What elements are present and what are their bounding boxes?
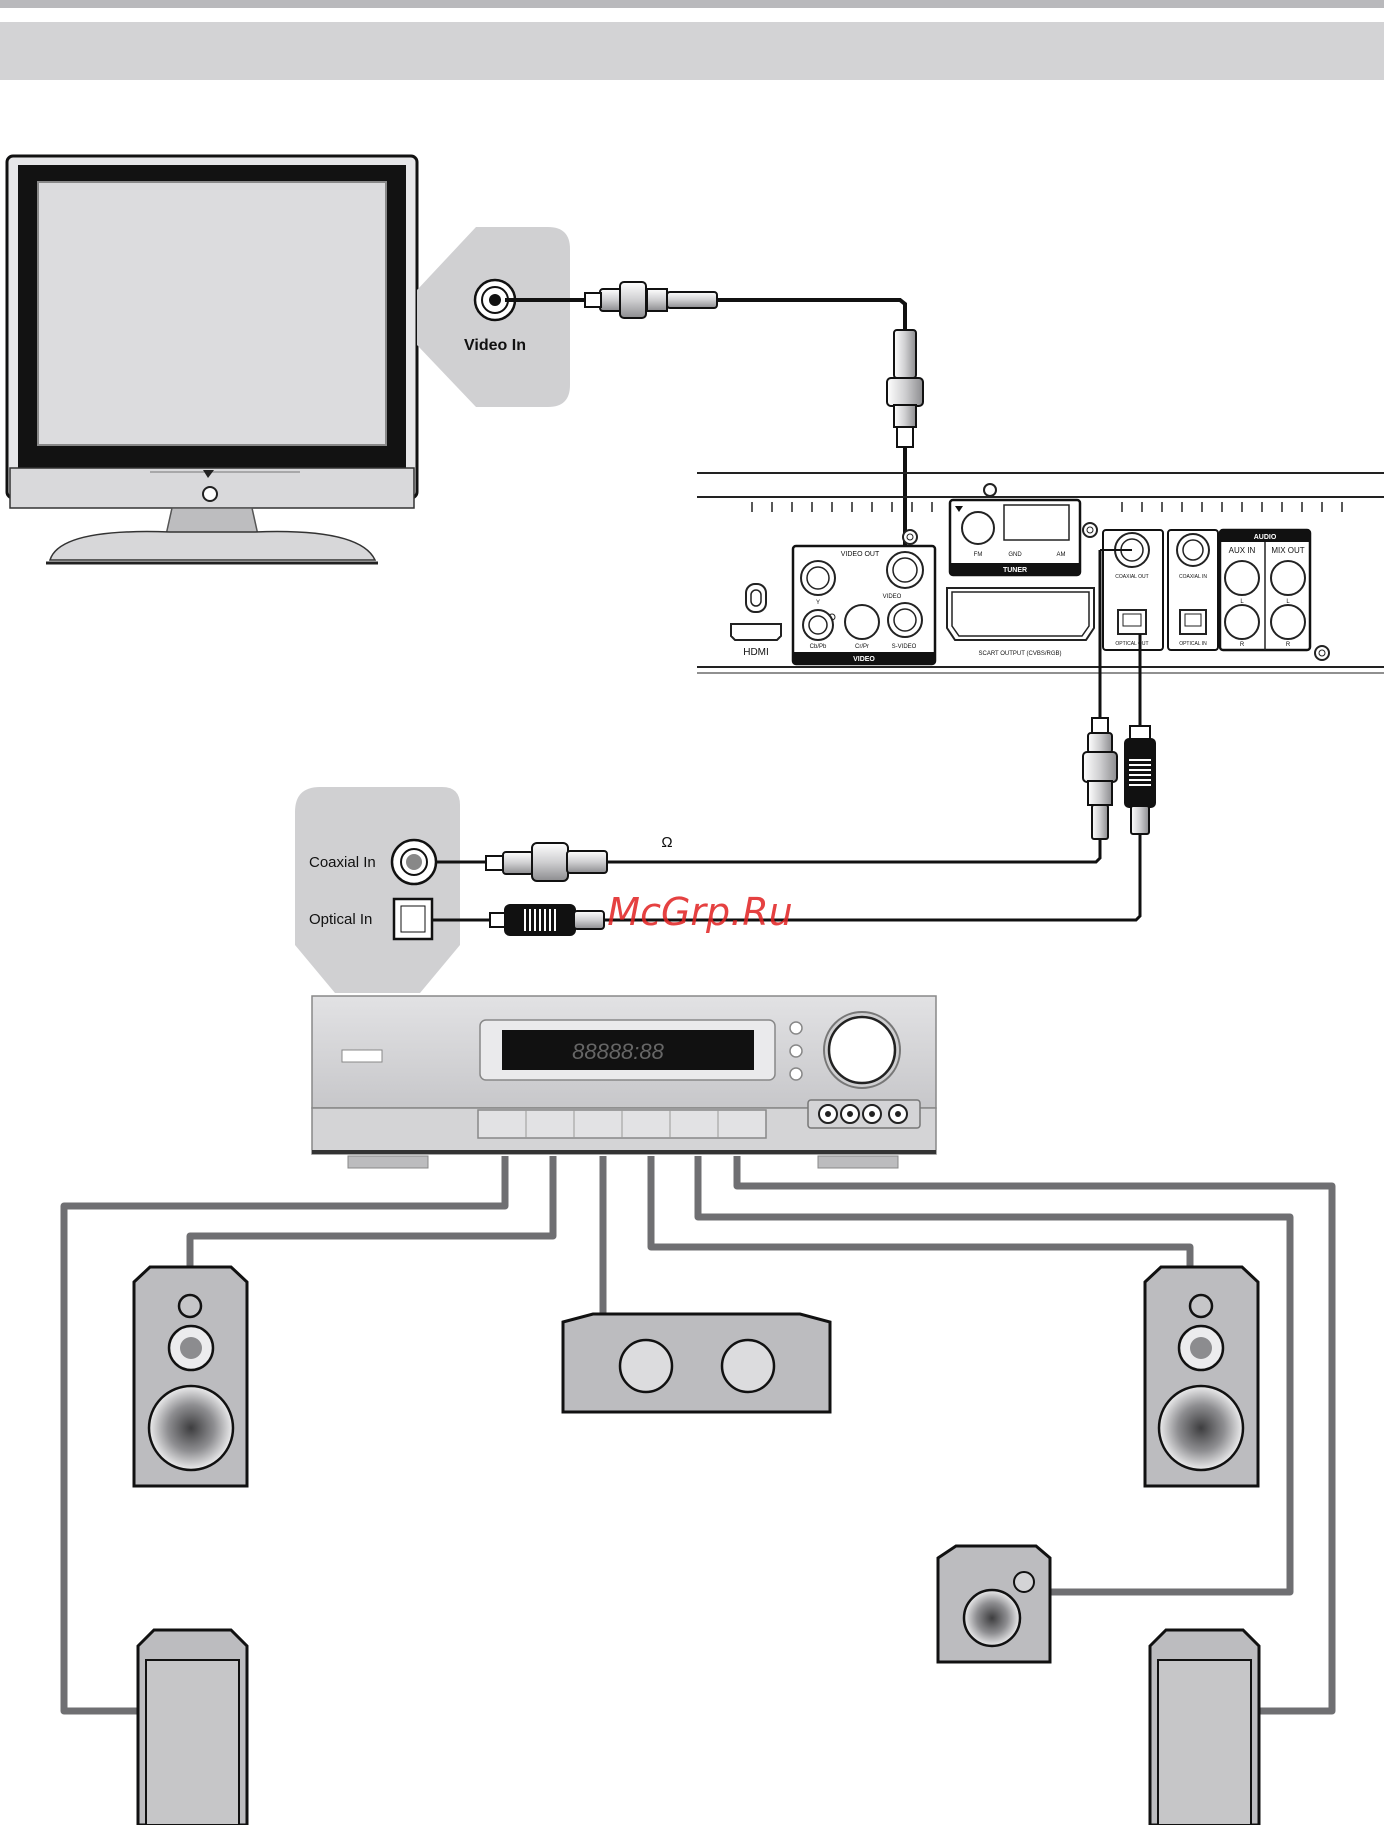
video-in-label: Video In — [464, 337, 526, 354]
subwoofer — [938, 1546, 1050, 1662]
svg-text:AUDIO: AUDIO — [1254, 534, 1277, 541]
receiver-port-callout: Coaxial In Optical In — [295, 787, 490, 993]
optical-in-label: Optical In — [309, 911, 372, 928]
scart-label: SCART OUTPUT (CVBS/RGB) — [978, 651, 1061, 657]
svg-text:OPTICAL OUT: OPTICAL OUT — [1115, 641, 1148, 647]
television — [7, 156, 417, 563]
optical-plug-vertical — [1125, 726, 1155, 834]
svg-text:COAXIAL IN: COAXIAL IN — [1179, 574, 1207, 580]
svg-text:FM: FM — [974, 552, 983, 558]
hdmi-port: HDMI — [731, 584, 781, 658]
svg-text:AM: AM — [1057, 552, 1066, 558]
tv-power-button — [203, 487, 217, 501]
svg-text:TUNER: TUNER — [1003, 567, 1027, 574]
svg-text:VIDEO: VIDEO — [883, 594, 902, 600]
receiver-display-text: 88888:88 — [572, 1039, 665, 1064]
center-speaker — [563, 1314, 830, 1412]
video-section-label: VIDEO — [853, 656, 875, 663]
svg-text:OPTICAL IN: OPTICAL IN — [1179, 641, 1207, 647]
svg-text:Cr/Pr: Cr/Pr — [855, 644, 869, 650]
optical-cable — [490, 634, 1155, 935]
receiver-callout-panel — [295, 787, 460, 993]
speaker-wires — [64, 1156, 1332, 1711]
svg-text:COAXIAL OUT: COAXIAL OUT — [1115, 574, 1148, 580]
surround-right-speaker — [1150, 1630, 1259, 1825]
hdmi-label: HDMI — [743, 647, 769, 658]
analog-audio-block: AUDIO AUX IN MIX OUT L L R R — [1220, 530, 1329, 660]
svg-text:Y: Y — [816, 600, 820, 606]
svg-text:R: R — [1240, 642, 1245, 648]
impedance-symbol: Ω — [661, 834, 672, 851]
wire-front-right — [651, 1156, 1190, 1267]
svg-text:R: R — [1286, 642, 1291, 648]
front-right-speaker — [1145, 1267, 1258, 1486]
tv-neck — [166, 508, 258, 535]
rca-plug-horizontal — [585, 282, 717, 318]
svg-text:AUX IN: AUX IN — [1229, 546, 1256, 555]
av-receiver: 88888:88 — [312, 996, 936, 1168]
svg-text:GND: GND — [1008, 552, 1022, 558]
tv-stand — [50, 532, 375, 560]
svg-text:MIX OUT: MIX OUT — [1271, 546, 1304, 555]
tuner-block: TUNER FM GND AM — [950, 500, 1080, 575]
digital-audio-block: COAXIAL OUT OPTICAL OUT COAXIAL IN OPTIC… — [1103, 530, 1218, 650]
video-out-label: VIDEO OUT — [841, 551, 880, 558]
front-left-speaker — [134, 1267, 247, 1486]
coaxial-plug-horizontal — [486, 843, 607, 881]
surround-left-speaker — [138, 1630, 247, 1825]
wire-front-left — [190, 1156, 553, 1267]
optical-plug-horizontal — [490, 905, 604, 935]
svg-text:S-VIDEO: S-VIDEO — [892, 644, 917, 650]
dvd-player-rear-panel: HDMI VIDEO VIDEO OUT Y Cb/Pb Cr/Pr VIDEO — [697, 473, 1384, 673]
tv-screen — [38, 182, 386, 445]
svg-text:Cb/Pb: Cb/Pb — [810, 644, 827, 650]
tv-port-callout: Video In — [417, 227, 570, 407]
video-output-block: VIDEO VIDEO OUT Y Cb/Pb Cr/Pr VIDEO S-VI… — [793, 530, 935, 664]
coaxial-in-label: Coaxial In — [309, 854, 376, 871]
rca-plug-vertical — [887, 330, 923, 447]
watermark-text: McGrp.Ru — [607, 890, 792, 934]
coaxial-plug-vertical — [1083, 718, 1117, 839]
